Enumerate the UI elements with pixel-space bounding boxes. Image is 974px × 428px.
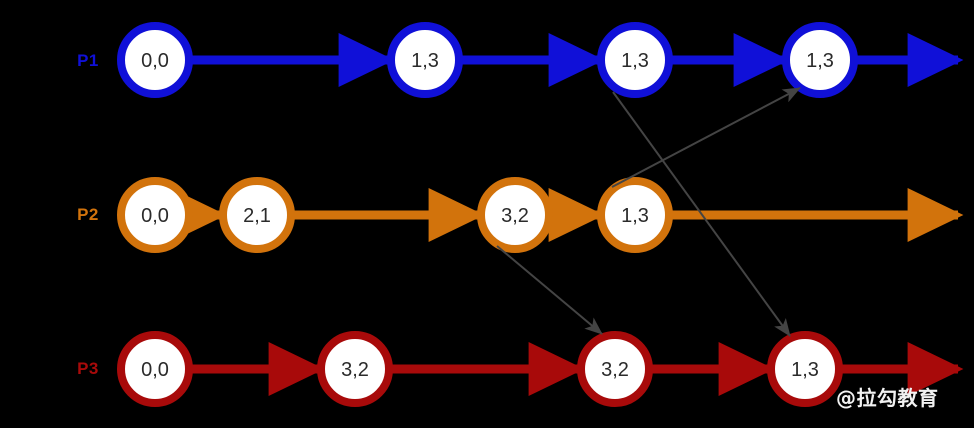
event-node-p3-0[interactable]: 0,0 — [117, 331, 193, 407]
event-node-circle[interactable] — [117, 331, 193, 407]
event-node-circle[interactable] — [577, 331, 653, 407]
msg-p2-to-p3 — [496, 245, 603, 335]
event-node-label: 0,0 — [141, 205, 169, 227]
event-node-p2-2[interactable]: 3,2 — [477, 177, 553, 253]
event-node-circle[interactable] — [117, 177, 193, 253]
lane-p3: P3 — [77, 342, 964, 396]
event-node-label: 1,3 — [621, 205, 649, 227]
lane-label-p3: P3 — [77, 359, 99, 378]
event-node-circle[interactable] — [767, 331, 843, 407]
event-node-circle[interactable] — [387, 22, 463, 98]
event-node-p3-3[interactable]: 1,3 — [767, 331, 843, 407]
lane-p2: P2 — [77, 188, 964, 242]
event-node-label: 3,2 — [601, 359, 629, 381]
event-node-p1-3[interactable]: 1,3 — [782, 22, 858, 98]
lane-p1: P1 — [77, 33, 964, 87]
event-node-circle[interactable] — [317, 331, 393, 407]
event-node-p2-1[interactable]: 2,1 — [219, 177, 295, 253]
event-node-p1-2[interactable]: 1,3 — [597, 22, 673, 98]
event-node-circle[interactable] — [477, 177, 553, 253]
event-node-circle[interactable] — [219, 177, 295, 253]
event-node-p2-0[interactable]: 0,0 — [117, 177, 193, 253]
event-node-circle[interactable] — [782, 22, 858, 98]
event-node-p1-0[interactable]: 0,0 — [117, 22, 193, 98]
event-node-label: 3,2 — [501, 205, 529, 227]
event-node-label: 1,3 — [411, 50, 439, 72]
event-node-p3-2[interactable]: 3,2 — [577, 331, 653, 407]
event-node-label: 3,2 — [341, 359, 369, 381]
event-node-label: 1,3 — [791, 359, 819, 381]
watermark-label: @拉勾教育 — [836, 386, 939, 410]
event-node-p2-3[interactable]: 1,3 — [597, 177, 673, 253]
messages-group — [496, 87, 801, 337]
event-node-label: 2,1 — [243, 205, 271, 227]
lane-label-p2: P2 — [77, 205, 99, 224]
event-node-label: 0,0 — [141, 50, 169, 72]
event-node-p3-1[interactable]: 3,2 — [317, 331, 393, 407]
msg-p1-to-p3 — [612, 91, 791, 337]
event-node-circle[interactable] — [117, 22, 193, 98]
lane-label-p1: P1 — [77, 51, 99, 70]
event-node-label: 1,3 — [806, 50, 834, 72]
event-node-p1-1[interactable]: 1,3 — [387, 22, 463, 98]
event-node-circle[interactable] — [597, 177, 673, 253]
event-node-label: 0,0 — [141, 359, 169, 381]
msg-p2-to-p1 — [611, 87, 801, 188]
event-node-label: 1,3 — [621, 50, 649, 72]
event-node-circle[interactable] — [597, 22, 673, 98]
